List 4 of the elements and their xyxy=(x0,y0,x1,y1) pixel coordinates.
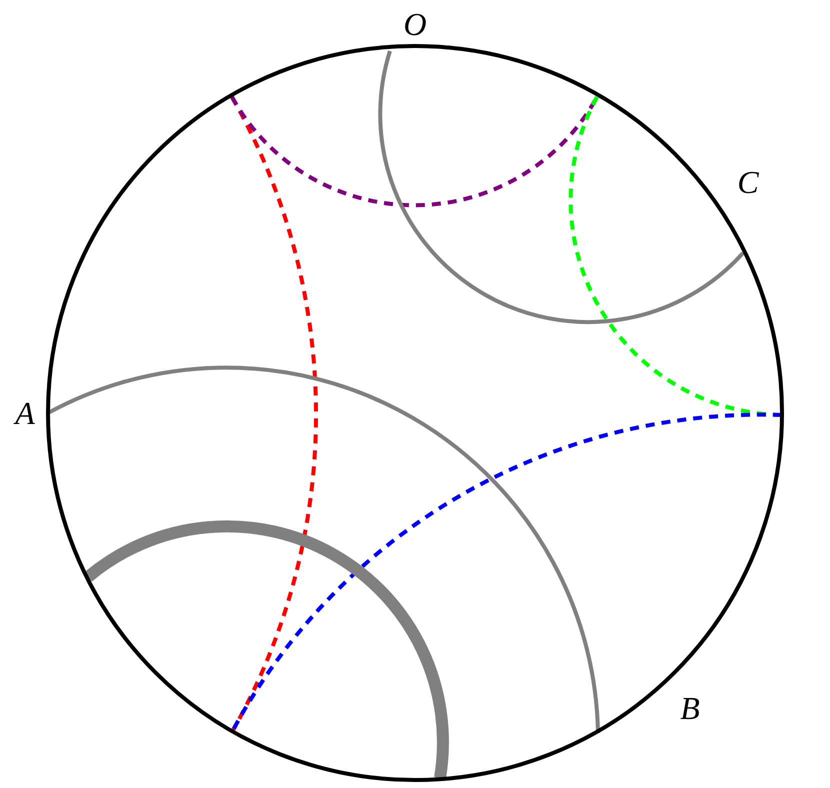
point-label: B xyxy=(680,692,700,724)
point-label: O xyxy=(403,8,427,40)
point-label: A xyxy=(15,397,35,429)
point-label: C xyxy=(737,166,759,198)
